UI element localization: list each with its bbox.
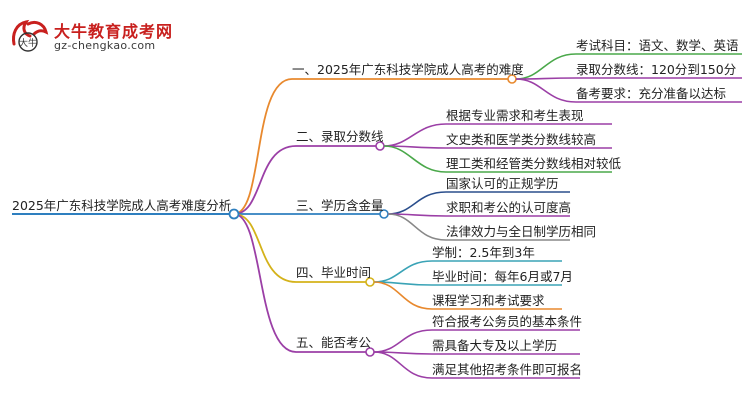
branch-1-leaf-link-1 [515, 53, 577, 80]
leaf-1-1: 考试科目：语文、数学、英语 [576, 38, 739, 53]
root-node-dot [228, 208, 240, 220]
branch-label-5: 五、能否考公 [296, 335, 372, 350]
branch-3-leaf-link-3 [387, 213, 447, 241]
branch-label-1: 一、2025年广东科技学院成人高考的难度 [292, 62, 524, 77]
site-logo: 大牛 大牛教育成考网 gz-chengkao.com [8, 14, 178, 56]
branch-label-3: 三、学历含金量 [296, 198, 384, 213]
logo-mark-text: 大牛 [19, 37, 37, 49]
branch-1-leaf-link-2 [515, 77, 577, 80]
branch-2-leaf-link-1 [383, 123, 447, 147]
leaf-2-2: 文史类和医学类分数线较高 [446, 132, 597, 147]
root-to-branch-link-1 [233, 78, 293, 215]
root-to-branch-link-4 [233, 213, 297, 283]
branch-5-leaf-link-1 [373, 329, 433, 353]
leaf-1-3: 备考要求：充分准备以达标 [576, 86, 727, 101]
leaf-1-2: 录取分数线：120分到150分 [576, 62, 737, 77]
leaf-4-2: 毕业时间：每年6月或7月 [432, 269, 573, 284]
leaf-5-3: 满足其他招考条件即可报名 [432, 362, 583, 377]
root-to-branch-link-2 [233, 145, 297, 215]
leaf-4-3: 课程学习和考试要求 [432, 293, 545, 308]
leaf-3-3: 法律效力与全日制学历相同 [446, 224, 597, 239]
branch-3-leaf-link-1 [387, 191, 447, 215]
leaf-4-1: 学制：2.5年到3年 [432, 245, 535, 260]
branch-label-4: 四、毕业时间 [296, 265, 372, 280]
logo-brand-text: 大牛教育成考网 [54, 22, 174, 41]
branch-5-leaf-link-3 [373, 351, 433, 379]
leaf-2-3: 理工类和经管类分数线相对较低 [446, 156, 622, 171]
branch-label-2: 二、录取分数线 [296, 129, 384, 144]
branch-4-leaf-link-1 [373, 260, 433, 283]
root-to-branch-link-5 [233, 213, 297, 353]
branch-1-leaf-link-3 [515, 78, 577, 103]
logo-url-text: gz-chengkao.com [54, 39, 156, 52]
branch-2-leaf-link-3 [383, 145, 447, 173]
leaf-2-1: 根据专业需求和考生表现 [446, 108, 584, 123]
leaf-5-2: 需具备大专及以上学历 [432, 338, 558, 353]
leaf-5-1: 符合报考公务员的基本条件 [432, 314, 583, 329]
bull-logo-icon: 大牛 [12, 19, 49, 52]
root-node-label: 2025年广东科技学院成人高考难度分析 [12, 198, 232, 213]
leaf-3-2: 求职和考公的认可度高 [446, 200, 572, 215]
leaf-3-1: 国家认可的正规学历 [446, 176, 559, 191]
branch-4-leaf-link-3 [373, 281, 433, 310]
